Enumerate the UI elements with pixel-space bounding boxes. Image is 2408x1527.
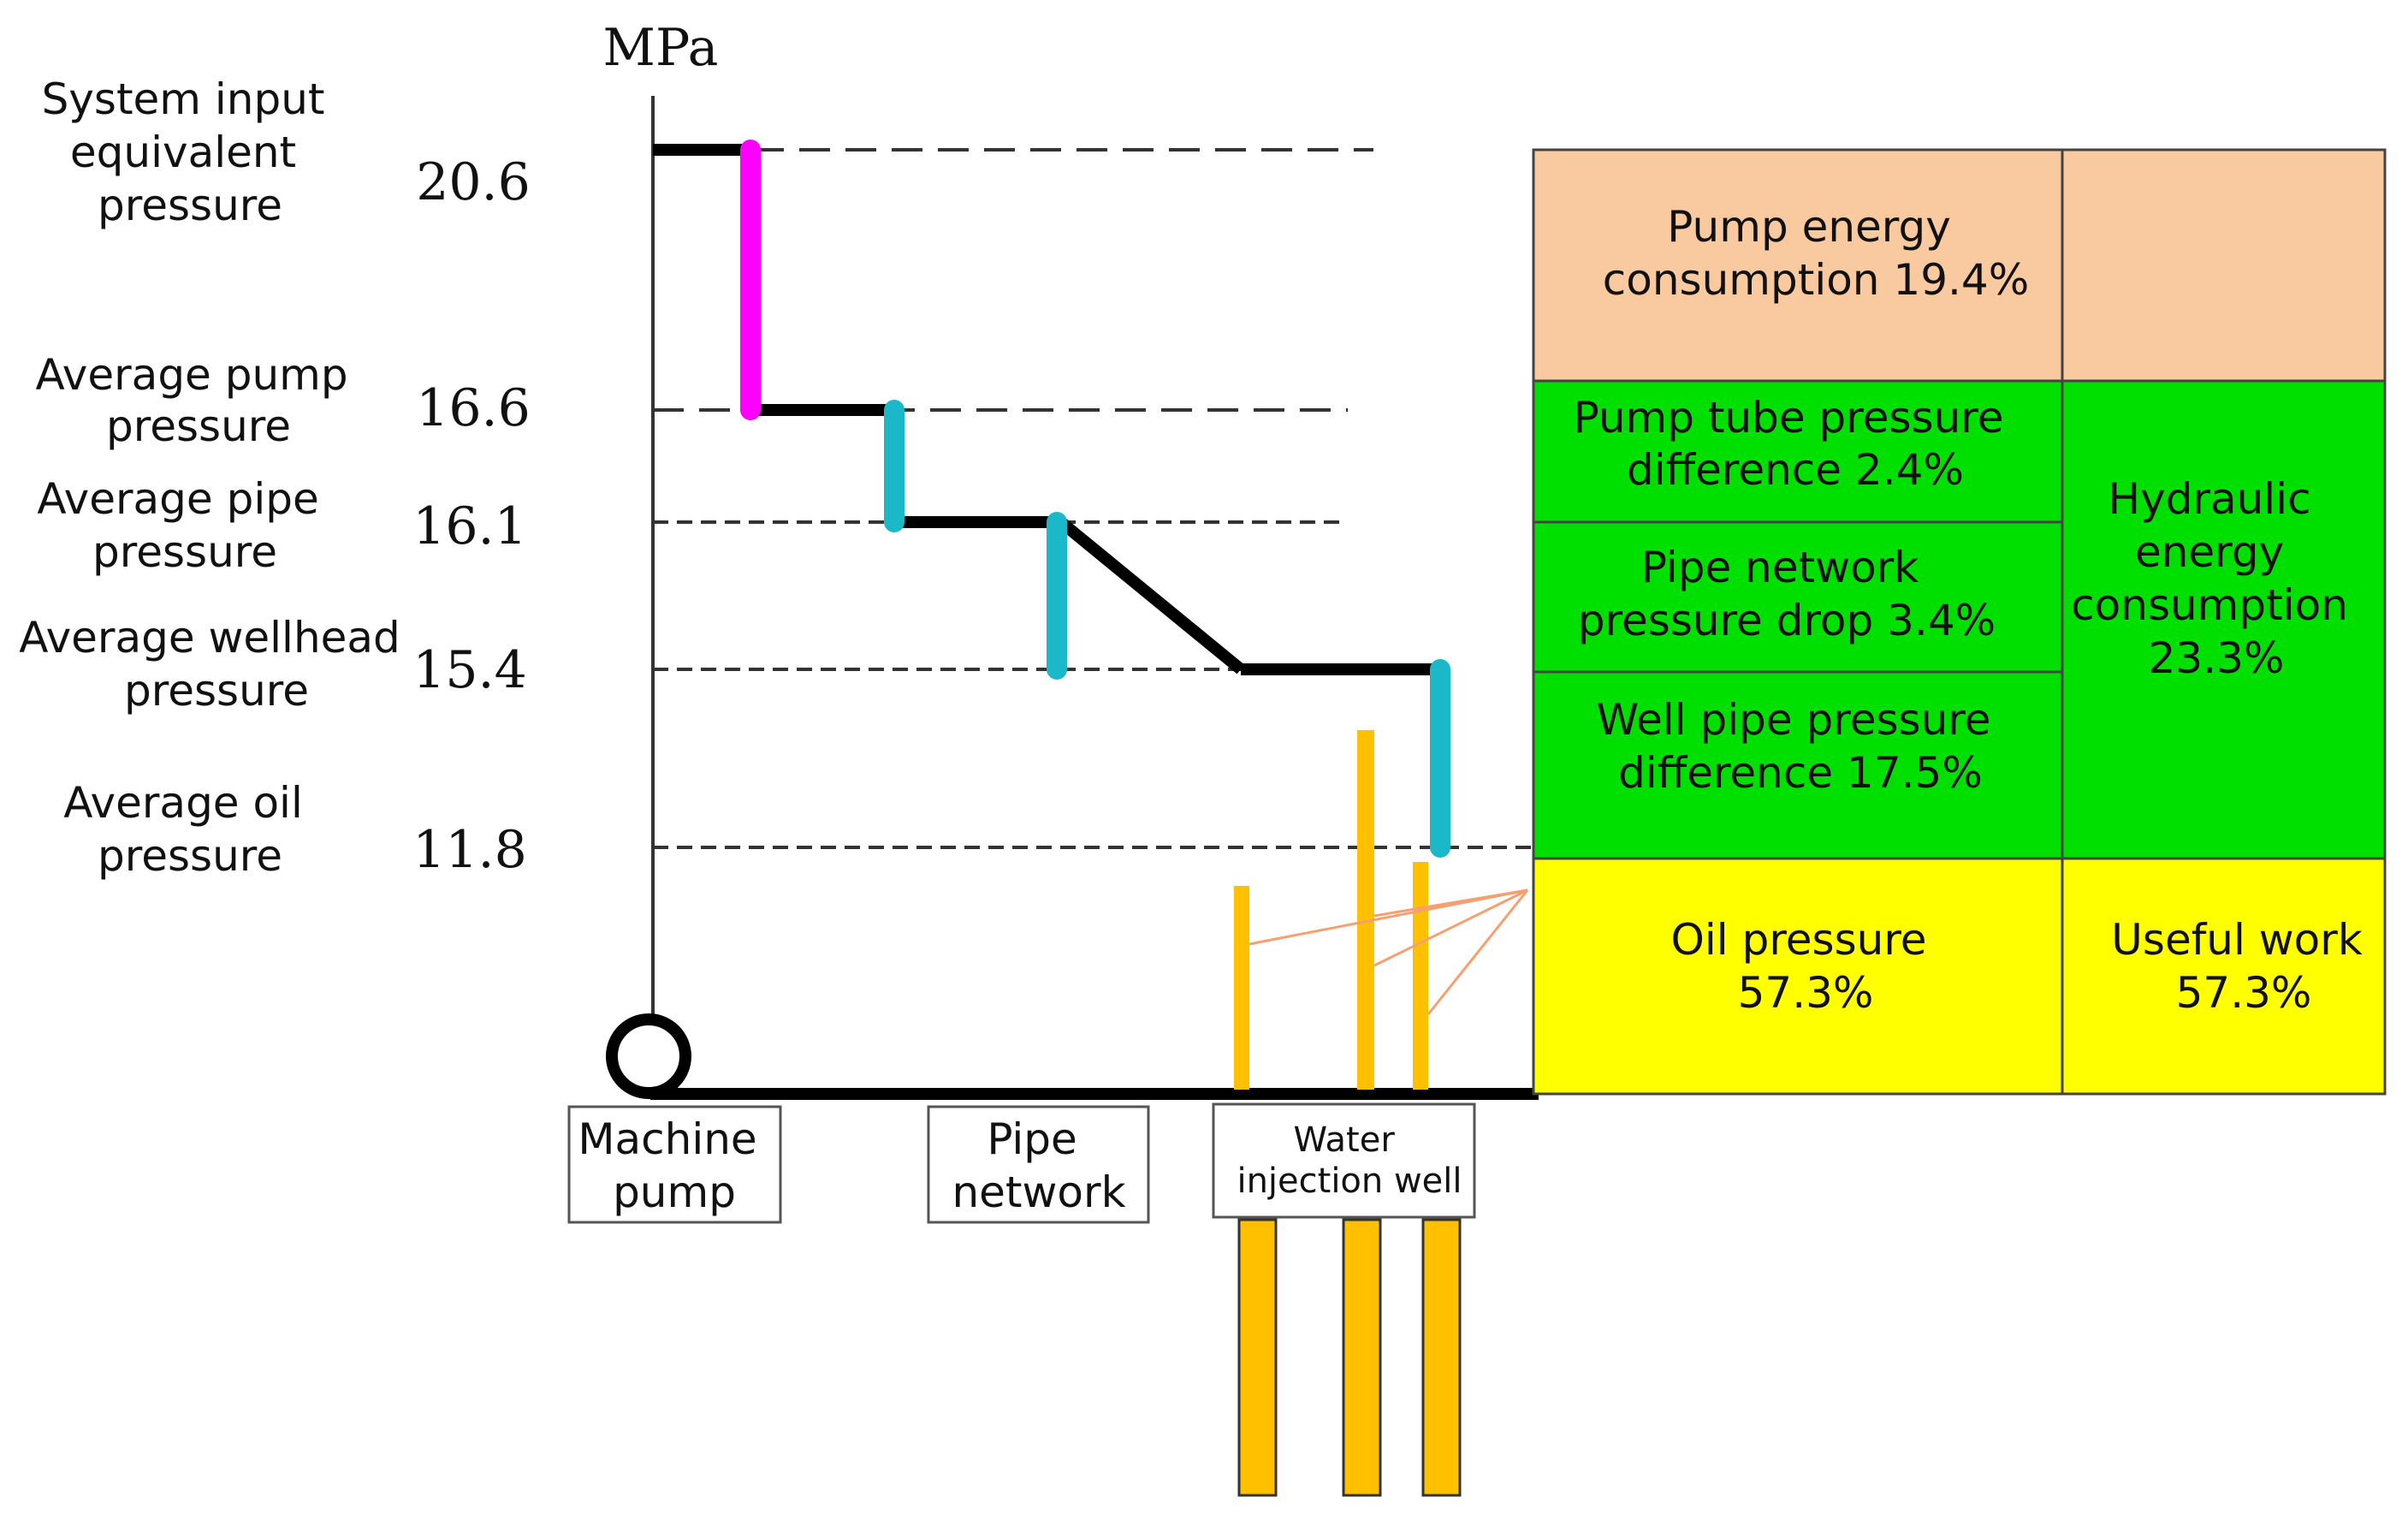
oil-pressure-column-3	[1413, 862, 1428, 1090]
pump-energy-text: Pump energy consumption 19.4%	[1603, 202, 2029, 305]
pump-tube-text: Pump tube pressure difference 2.4%	[1574, 393, 2018, 495]
useful-work-text: Useful work 57.3%	[2111, 915, 2375, 1018]
pipe-network-label: Pipe network	[952, 1114, 1125, 1217]
pipe-network-cell	[1532, 520, 2064, 674]
level-value-16-6: 16.6	[416, 378, 531, 438]
oil-pressure-column-1	[1234, 886, 1249, 1090]
water-injection-well-label: Water injection well	[1237, 1120, 1462, 1201]
useful-work-cell	[2061, 857, 2387, 1096]
water-injection-well-box	[1212, 1102, 1476, 1219]
oil-pressure-column-2	[1357, 730, 1374, 1090]
pump-energy-right-cell	[2061, 148, 2387, 383]
level-label-oil-pressure: Average oil pressure	[63, 778, 317, 881]
oil-pressure-cell	[1532, 857, 2064, 1096]
hydraulic-text: Hydraulic energy consumption 23.3%	[2071, 474, 2362, 683]
level-label-wellhead-pressure: Average wellhead pressure	[19, 613, 413, 716]
machine-pump-label: Machine pump	[578, 1114, 770, 1217]
level-value-16-1: 16.1	[412, 496, 527, 556]
well-pipe-text: Well pipe pressure difference 17.5%	[1597, 695, 2005, 798]
injection-well-tube-3	[1421, 1218, 1462, 1497]
well-pipe-cell	[1532, 670, 2064, 860]
oil-pressure-text: Oil pressure 57.3%	[1671, 915, 1941, 1018]
machine-pump-box	[567, 1105, 782, 1224]
pipe-network-box	[927, 1105, 1150, 1224]
level-value-20-6: 20.6	[416, 152, 531, 212]
pump-energy-cell	[1532, 148, 2064, 383]
leader-lines	[1248, 888, 1529, 1015]
axis-unit-label: MPa	[603, 18, 719, 78]
pipe-network-text: Pipe network pressure drop 3.4%	[1578, 543, 1996, 645]
level-label-pipe-pressure: Average pipe pressure	[37, 474, 332, 577]
hydraulic-cell	[2061, 379, 2387, 860]
profile-slope-network	[1057, 517, 1245, 674]
level-value-11-8: 11.8	[412, 820, 527, 880]
pump-tube-cell	[1532, 379, 2064, 524]
level-label-system-input: System input equivalent pressure	[42, 74, 339, 230]
level-value-15-4: 15.4	[412, 640, 527, 700]
level-label-pump-pressure: Average pump pressure	[36, 350, 362, 451]
injection-well-tube-2	[1342, 1218, 1382, 1497]
pump-symbol-circle	[606, 1013, 691, 1099]
injection-well-tube-1	[1237, 1218, 1278, 1497]
